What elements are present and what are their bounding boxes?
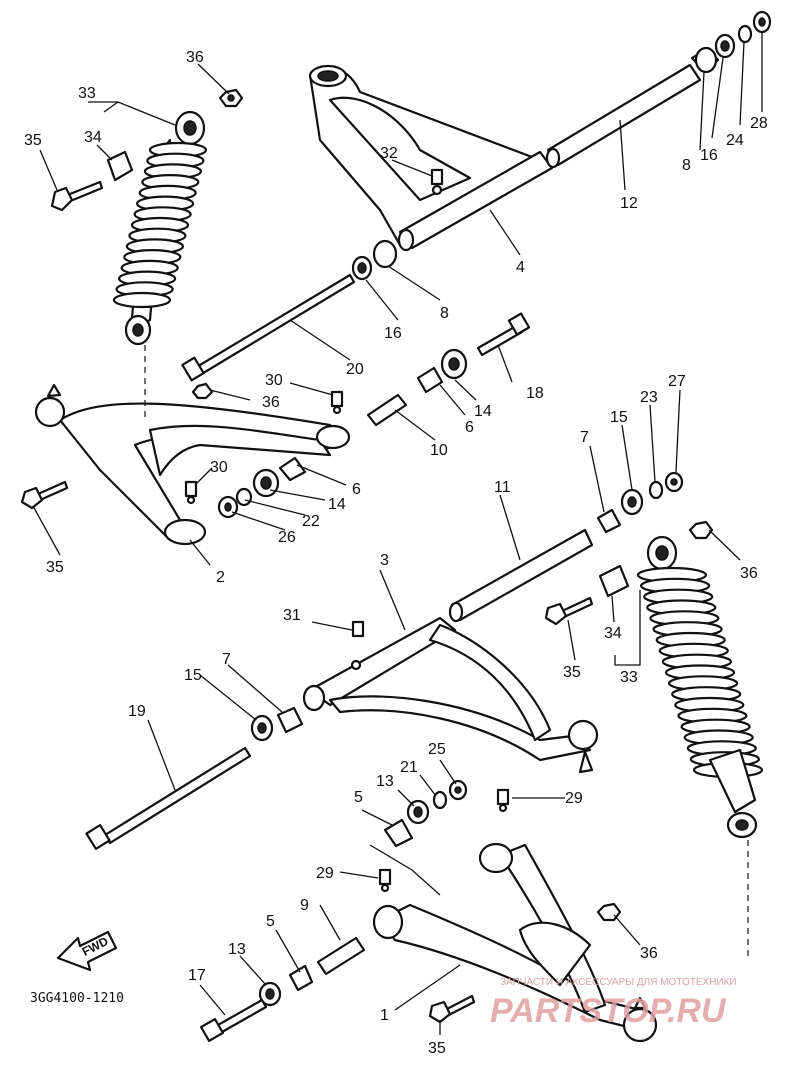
callout-34: 34 bbox=[604, 625, 622, 642]
bushing-34-right bbox=[598, 564, 630, 598]
callout-20: 20 bbox=[346, 361, 364, 378]
callout-29: 29 bbox=[316, 865, 334, 882]
callout-35: 35 bbox=[563, 664, 581, 681]
lower-arm-right bbox=[372, 842, 658, 1043]
callout-17: 17 bbox=[188, 967, 206, 984]
callout-35: 35 bbox=[428, 1040, 446, 1057]
leader-lines bbox=[32, 32, 763, 1035]
grease-nipples-30 bbox=[184, 390, 344, 505]
callout-36: 36 bbox=[262, 394, 280, 411]
watermark-tagline: ЗАПЧАСТИ И АКСЕССУАРЫ ДЛЯ МОТОТЕХНИКИ bbox=[500, 977, 737, 988]
callout-12: 12 bbox=[620, 195, 638, 212]
nut-36-mid-left bbox=[191, 382, 214, 400]
callout-28: 28 bbox=[750, 115, 768, 132]
callout-16: 16 bbox=[384, 325, 402, 342]
lower-arm-left bbox=[34, 383, 351, 546]
upper-arm-left bbox=[302, 616, 599, 774]
callout-11: 11 bbox=[494, 479, 511, 496]
shaft-11 bbox=[448, 528, 594, 623]
callout-19: 19 bbox=[128, 703, 146, 720]
callout-9: 9 bbox=[300, 897, 309, 914]
callout-29: 29 bbox=[565, 790, 583, 807]
callout-2: 2 bbox=[216, 569, 225, 586]
callout-25: 25 bbox=[428, 741, 446, 758]
callout-30: 30 bbox=[265, 372, 283, 389]
callout-7: 7 bbox=[222, 651, 231, 668]
callout-36: 36 bbox=[740, 565, 758, 582]
callout-23: 23 bbox=[640, 389, 658, 406]
upper-arm-right bbox=[308, 64, 554, 252]
callout-15: 15 bbox=[610, 409, 628, 426]
callout-5: 5 bbox=[354, 789, 363, 806]
upper-arm-shaft-12 bbox=[545, 63, 702, 169]
bolt-35-bottom bbox=[428, 994, 476, 1024]
callout-6: 6 bbox=[352, 481, 361, 498]
callout-27: 27 bbox=[668, 373, 686, 390]
bolt-19 bbox=[85, 746, 252, 850]
callout-15: 15 bbox=[184, 667, 202, 684]
callout-36: 36 bbox=[640, 945, 658, 962]
callout-5: 5 bbox=[266, 913, 275, 930]
callout-8: 8 bbox=[682, 157, 691, 174]
drawing-code: 3GG4100-1210 bbox=[30, 991, 124, 1006]
callout-34: 34 bbox=[84, 129, 102, 146]
spring-coil bbox=[112, 291, 172, 309]
shock-absorber-right bbox=[636, 535, 764, 839]
callout-22: 22 bbox=[302, 513, 320, 530]
callout-16: 16 bbox=[700, 147, 718, 164]
callout-33: 33 bbox=[78, 85, 96, 102]
callout-18: 18 bbox=[526, 385, 544, 402]
callout-14: 14 bbox=[328, 496, 346, 513]
callout-26: 26 bbox=[278, 529, 296, 546]
callout-24: 24 bbox=[726, 132, 744, 149]
upper-right-bushings bbox=[690, 10, 772, 74]
nut-36-top bbox=[218, 88, 244, 108]
watermark-brand: PARTSTOP.RU bbox=[490, 992, 727, 1030]
callout-36: 36 bbox=[186, 49, 204, 66]
callout-35: 35 bbox=[24, 132, 42, 149]
callout-31: 31 bbox=[283, 607, 301, 624]
bushings-16-8-left bbox=[351, 239, 398, 281]
callout-21: 21 bbox=[400, 759, 418, 776]
callout-32: 32 bbox=[380, 145, 398, 162]
grease-nipple-31 bbox=[350, 620, 365, 671]
callout-8: 8 bbox=[440, 305, 449, 322]
callout-35: 35 bbox=[46, 559, 64, 576]
callout-33: 33 bbox=[620, 669, 638, 686]
grease-nipple-32 bbox=[430, 168, 444, 196]
callout-13: 13 bbox=[228, 941, 246, 958]
callout-30: 30 bbox=[210, 459, 228, 476]
bolt-35-left-top bbox=[50, 180, 104, 212]
callout-4: 4 bbox=[516, 259, 525, 276]
bushing-34-left bbox=[106, 150, 134, 182]
callout-10: 10 bbox=[430, 442, 448, 459]
callout-14: 14 bbox=[474, 403, 492, 420]
lower-left-bushings bbox=[217, 348, 468, 519]
callout-13: 13 bbox=[376, 773, 394, 790]
bolt-35-right bbox=[544, 596, 594, 626]
callout-3: 3 bbox=[380, 552, 389, 569]
bolt-20 bbox=[181, 273, 356, 382]
nut-36-right bbox=[688, 520, 714, 540]
bolt-18 bbox=[476, 312, 531, 357]
bolt-35-lower-left bbox=[20, 480, 69, 510]
fwd-arrow: FWD bbox=[56, 930, 118, 972]
bolt-17 bbox=[199, 998, 268, 1043]
right-bushings bbox=[596, 471, 684, 534]
grease-nipples-29 bbox=[378, 788, 510, 893]
watermark: ЗАПЧАСТИ И АКСЕССУАРЫ ДЛЯ МОТОТЕХНИКИ PA… bbox=[490, 977, 737, 1030]
callout-6: 6 bbox=[465, 419, 474, 436]
callout-numbers: 36 33 34 35 32 4 12 8 16 24 28 8 16 20 1… bbox=[24, 49, 768, 1057]
callout-7: 7 bbox=[580, 429, 589, 446]
bushings-15-7-left bbox=[250, 706, 304, 742]
lower-right-bushings bbox=[258, 779, 468, 1007]
callout-1: 1 bbox=[380, 1007, 389, 1024]
shock-absorber-left bbox=[112, 110, 208, 346]
